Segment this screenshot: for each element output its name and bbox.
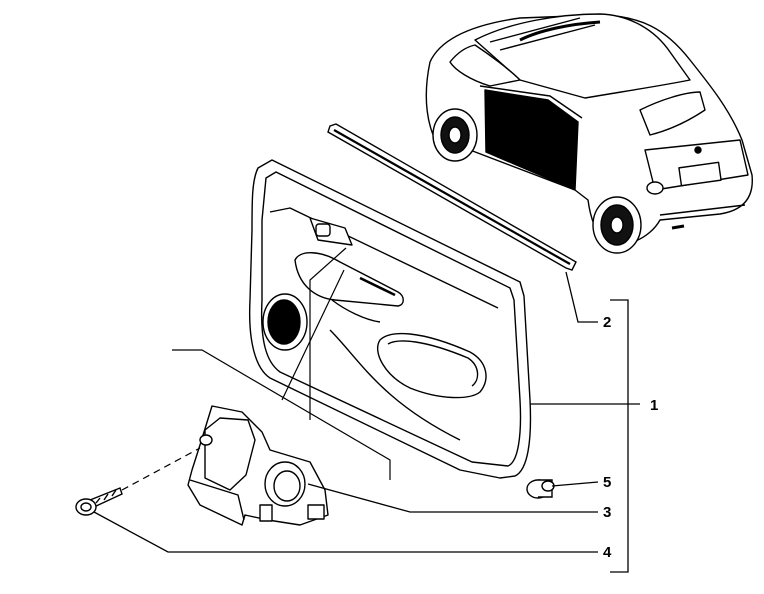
callout-3: 3	[603, 504, 611, 521]
callout-1: 1	[650, 397, 658, 414]
door-trim-panel	[248, 159, 532, 479]
fastening-clip	[526, 479, 555, 499]
fixing-screw	[75, 487, 123, 516]
car-illustration	[425, 13, 753, 254]
callout-labels: 1 2 3 4 5	[603, 314, 658, 561]
callout-5: 5	[603, 474, 611, 491]
guide-lines	[121, 247, 391, 491]
callout-4: 4	[603, 544, 612, 561]
callout-2: 2	[603, 314, 611, 331]
leader-lines	[93, 271, 640, 573]
inner-handle-bracket	[187, 405, 329, 526]
window-weatherstrip	[327, 123, 577, 271]
